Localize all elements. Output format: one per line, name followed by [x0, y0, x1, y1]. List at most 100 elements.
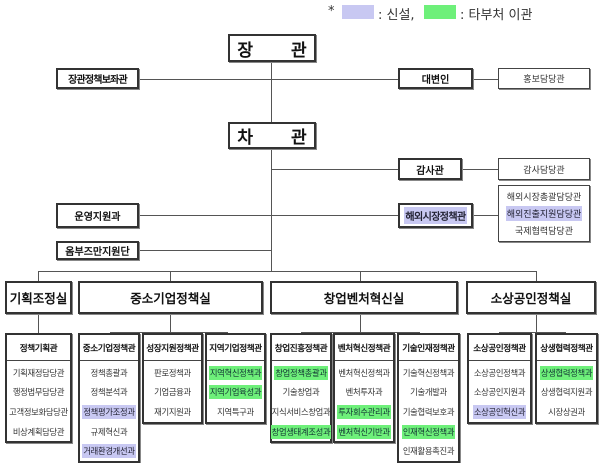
division-item[interactable]: 인재혁신정책과	[401, 424, 456, 439]
division-item[interactable]: 지역특구과	[217, 406, 254, 417]
division-item[interactable]: 행정법무담당관	[12, 387, 65, 398]
connector-drop	[38, 314, 39, 333]
division-item[interactable]: 정책평가조정과	[82, 404, 136, 419]
minister-aide-box[interactable]: 장관정책보좌관	[56, 68, 139, 89]
legend-new-swatch	[342, 5, 374, 19]
division-item[interactable]: 창업생태계조성과	[270, 424, 332, 439]
bureau-title[interactable]: 중소기업정책관	[80, 335, 138, 361]
spokesperson-box[interactable]: 대변인	[398, 68, 473, 89]
division-item[interactable]: 비상계획담당관	[12, 426, 65, 437]
division-item[interactable]: 기술개발과	[410, 387, 447, 398]
division-row: 상생협력정책과	[537, 363, 596, 383]
division-row: 시장상권과	[537, 402, 596, 422]
division-item[interactable]: 기획재정담당관	[12, 367, 65, 378]
division-row: 정책분석과	[80, 383, 138, 403]
division-row: 소상공인혁신과	[469, 402, 530, 422]
division-row: 지식서비스창업과	[271, 402, 331, 422]
division-item[interactable]: 소상공인지원과	[473, 387, 526, 398]
division-item[interactable]: 소상공인정책과	[473, 367, 526, 378]
audit-office-box[interactable]: 감사담당관	[498, 158, 590, 180]
division-item[interactable]: 지식서비스창업과	[271, 406, 331, 417]
connector-bureaus	[301, 332, 420, 333]
connector-offices	[38, 271, 536, 272]
division-item[interactable]: 벤처투자과	[345, 387, 383, 398]
operations-support-box[interactable]: 운영지원과	[56, 203, 139, 228]
bureau-title[interactable]: 정책기획관	[7, 335, 70, 361]
vice-minister-box[interactable]: 차 관	[228, 122, 316, 149]
bureau-title[interactable]: 벤처혁신정책관	[335, 335, 393, 361]
division-item[interactable]: 기업금융과	[154, 387, 191, 398]
division-item[interactable]: 지역혁신정책과	[208, 365, 263, 380]
division-row: 정책총괄과	[80, 363, 138, 383]
division-item[interactable]: 거래환경개선과	[82, 444, 136, 459]
division-item[interactable]: 벤처혁신기반과	[337, 424, 391, 439]
division-row: 기술개발과	[399, 383, 458, 403]
division-item[interactable]: 정책총괄과	[90, 367, 128, 378]
division-row: 기술혁신정책과	[399, 363, 458, 383]
bureau-title[interactable]: 상생협력정책관	[537, 335, 596, 361]
connector-audit	[462, 169, 498, 170]
division-item[interactable]: 기술창업과	[282, 387, 320, 398]
bureau-title[interactable]: 창업진흥정책관	[272, 335, 330, 361]
bureau-title[interactable]: 소상공인정책관	[469, 335, 530, 361]
office-startup-venture[interactable]: 창업벤처혁신실	[270, 281, 458, 314]
bureau-title[interactable]: 성장지원정책관	[144, 335, 201, 361]
division-item[interactable]: 상생협력지원과	[540, 387, 593, 398]
overseas-policy-box[interactable]: 해외시장정책관	[398, 203, 473, 228]
division-item[interactable]: 벤처혁신정책과	[338, 367, 390, 378]
connector-bureaus	[110, 332, 228, 333]
legend-new-label: : 신설,	[378, 8, 415, 23]
overseas-policy-label: 해외시장정책관	[404, 207, 467, 224]
division-item[interactable]: 지역기업육성과	[208, 385, 263, 400]
office-small-business[interactable]: 소상공인정책실	[466, 281, 596, 314]
connector-drop	[360, 314, 361, 332]
minister-box[interactable]: 장 관	[228, 34, 316, 62]
division-item[interactable]: 창업정책총괄과	[274, 365, 328, 380]
connector-aide-spokesperson	[139, 79, 398, 80]
ombudsman-box[interactable]: 옴부즈만지원단	[56, 241, 139, 260]
division-item[interactable]: 상생협력정책과	[539, 365, 594, 380]
division-item[interactable]: 기술협력보호과	[402, 406, 455, 417]
division-item[interactable]: 시장상권과	[548, 406, 585, 417]
connector-overseas-list	[473, 215, 498, 216]
office-sme-policy[interactable]: 중소기업정책실	[78, 281, 263, 314]
overseas-office-item[interactable]: 해외시장총괄담당관	[506, 192, 582, 203]
division-row: 벤처혁신기반과	[335, 422, 393, 442]
legend-transferred-swatch	[424, 5, 456, 19]
division-row: 지역특구과	[207, 402, 264, 422]
division-row: 투자회수관리과	[335, 402, 393, 422]
connector-operations-overseas	[139, 215, 398, 216]
division-item[interactable]: 판로정책과	[154, 367, 191, 378]
division-item[interactable]: 투자회수관리과	[337, 404, 391, 419]
office-planning[interactable]: 기획조정실	[5, 281, 72, 314]
pr-office-box[interactable]: 홍보담당관	[498, 68, 590, 89]
division-row: 지역기업육성과	[207, 383, 264, 403]
bureau-title[interactable]: 지역기업정책관	[207, 335, 264, 361]
overseas-office-item[interactable]: 국제협력담당관	[515, 227, 573, 238]
bureau-title[interactable]: 기술인재정책관	[399, 335, 458, 361]
division-item[interactable]: 인재활용촉진과	[402, 446, 455, 457]
division-row: 정책평가조정과	[80, 402, 138, 422]
division-row: 인재혁신정책과	[399, 422, 458, 442]
overseas-office-item[interactable]: 해외진출지원담당관	[505, 205, 583, 221]
division-item[interactable]: 정책분석과	[90, 387, 128, 398]
inspector-box[interactable]: 감사관	[398, 158, 462, 180]
division-row: 벤처혁신정책과	[335, 363, 393, 383]
division-row: 인재활용촉진과	[399, 441, 458, 461]
division-row: 기업금융과	[144, 383, 201, 403]
connector-drop	[38, 271, 39, 281]
division-item[interactable]: 규제혁신과	[90, 426, 128, 437]
division-row: 기술창업과	[272, 383, 330, 403]
division-item[interactable]: 고객정보화담당관	[9, 406, 68, 417]
division-item[interactable]: 소상공인혁신과	[472, 404, 527, 419]
division-item[interactable]: 기술혁신정책과	[402, 367, 455, 378]
connector-drop	[536, 314, 537, 332]
legend-transferred-label: : 타부처 이관	[460, 8, 533, 23]
division-item[interactable]: 재기지원과	[154, 406, 191, 417]
